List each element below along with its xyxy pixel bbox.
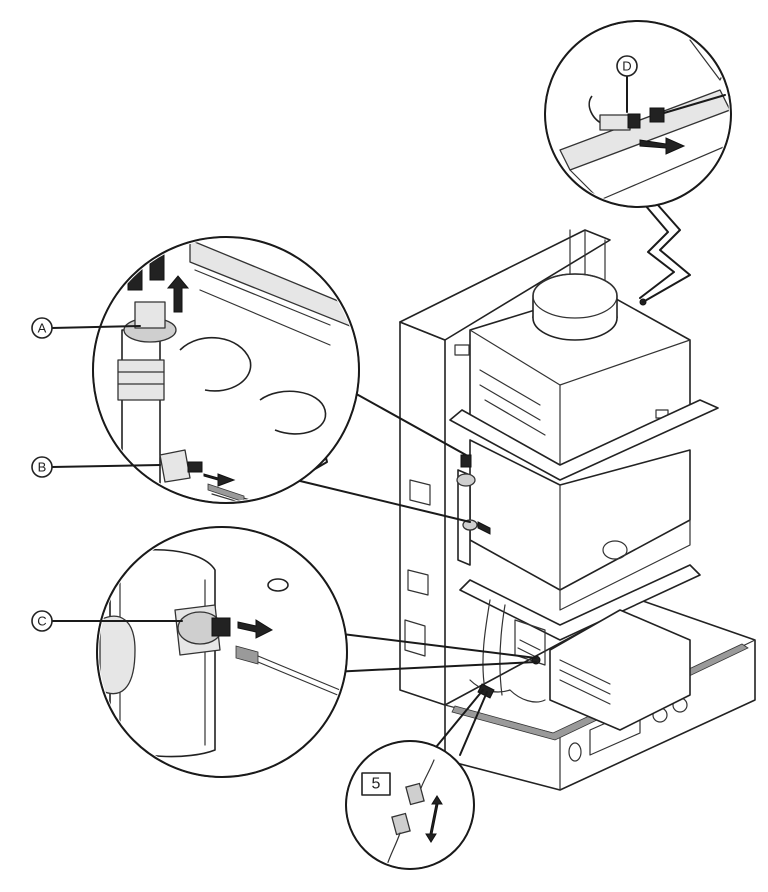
ab-pipe-bend-2 [259,390,327,435]
magnifier-ab-ring [92,236,360,504]
magnifier-c [96,526,348,778]
sensor-b-body [462,519,478,531]
leader-5-right [459,691,488,756]
hood-louvres [479,369,546,436]
d-arrow [639,137,686,155]
callout-a-label: A [38,321,47,336]
p5-plug-lower [391,812,411,836]
sensor-b-connector [477,521,491,535]
c-screw [267,578,289,592]
magnifier-5 [345,740,475,870]
leader-c-lower [331,661,537,673]
step-box-label: 5 [372,776,381,793]
p5-plug-upper [405,782,425,806]
callout-a: A [31,317,141,339]
lower-plate [459,564,701,641]
ab-arrow-up [166,275,190,313]
c-arrow [237,619,274,639]
c-connector [235,645,259,665]
c-housing-bulge [99,615,136,695]
d-sensor-plug [627,113,641,129]
leader-5-left [431,689,484,753]
ab-sensor-a-body [134,301,166,329]
pipe-left-1 [482,599,491,691]
leader-ab-lower [295,479,471,523]
step-box-frame [361,772,391,796]
ab-sensor-b-plug [187,461,203,473]
ab-connector-b [207,483,245,501]
hood-plate [449,399,719,481]
callout-b-label: B [38,460,47,475]
magnifier-5-ring [345,740,475,870]
callout-c-label: C [37,614,46,629]
sensor-a-connector [460,454,472,468]
leader-d-outer [642,203,691,303]
side-slot-lower [404,619,426,657]
magnifier-d [544,20,732,208]
ab-plug-a-left [127,261,143,291]
ab-pipe-fitting [117,359,165,401]
p5-double-arrow [425,795,443,843]
callout-d: D [616,55,638,113]
ab-flow-pipe [121,329,161,501]
callout-d-circle [616,55,638,77]
boiler-body [399,229,756,791]
callout-b: B [31,456,161,478]
callout-b-circle [31,456,53,478]
pipe-left-2 [499,604,506,696]
ab-arrow-b-1 [203,473,236,487]
magnifier-d-ring [544,20,732,208]
base-fixture [568,742,582,762]
base-hatch-strip [451,643,749,741]
c-sensor-plug [211,617,231,637]
valve-block [514,619,546,666]
callout-c: C [31,610,183,632]
callout-d-label: D [622,59,631,74]
heat-exchanger-port [602,540,628,560]
leader-c-upper [309,629,537,659]
ab-panel-lines [194,269,331,346]
d-sensor-body [599,114,631,131]
ab-sensor-b-body [159,449,191,483]
flue-collar-top [532,273,618,319]
ab-top-plate [189,239,357,331]
callout-a-line [51,325,141,329]
c-wires [257,655,341,697]
hood-bracket-left [454,344,470,356]
heat-exchanger-base [559,519,691,611]
magnifier-ab [92,236,360,504]
sensor-a-body [456,473,476,487]
d-panel-top [559,89,729,171]
leader-d-inner [639,204,675,299]
side-slots [407,479,431,596]
top-back-edge [399,229,611,341]
d-cable [663,94,726,114]
pump-ribs [559,659,611,705]
step-box: 5 [361,772,391,796]
callout-b-line [51,464,161,468]
callout-a-circle [31,317,53,339]
pump-housing [549,609,691,731]
leader-ab-upper [341,385,467,456]
plug-5-location [477,683,495,699]
flow-pipe [457,469,471,566]
d-connector [649,107,665,123]
callout-c-circle [31,610,53,632]
ab-fitting-threads [117,371,165,385]
magnifier-c-ring [96,526,348,778]
ab-pipe-bend-1 [179,336,252,392]
